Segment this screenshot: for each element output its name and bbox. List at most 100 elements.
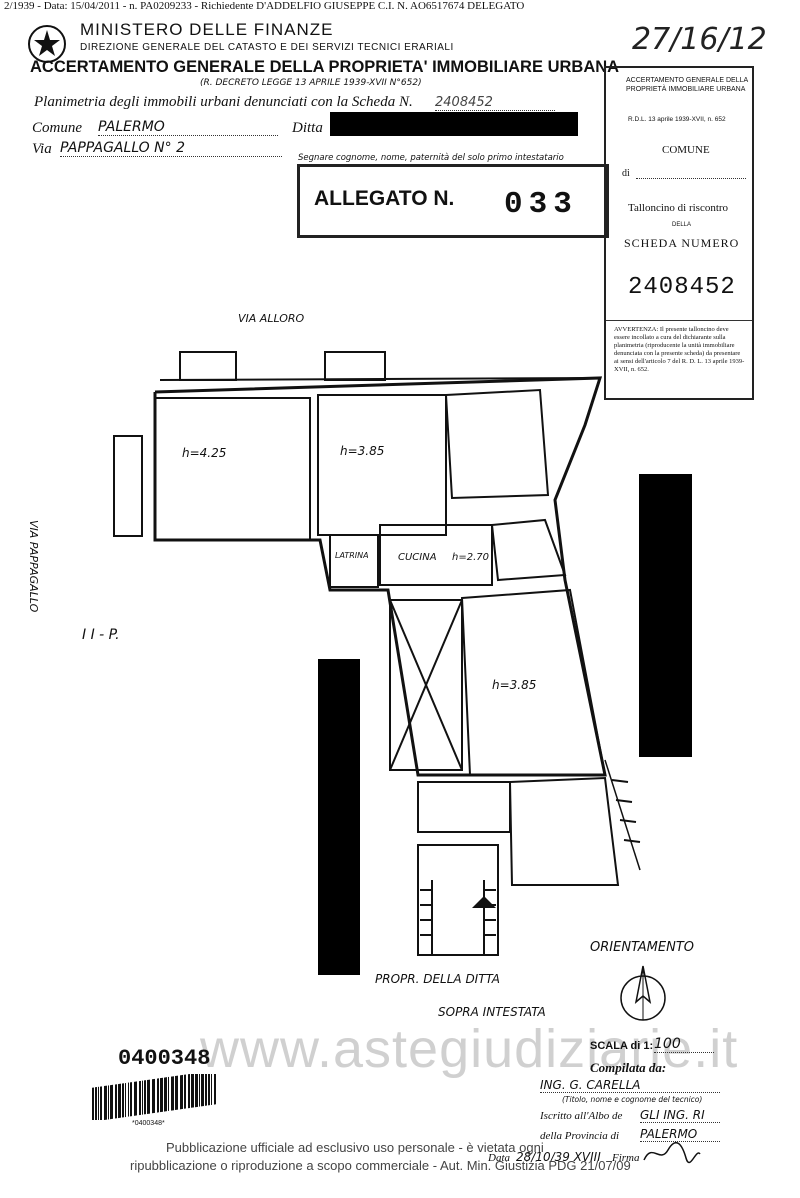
- scala-value: 100: [654, 1036, 714, 1053]
- barcode-bar: [152, 1078, 155, 1114]
- ditta-note: Segnare cognome, nome, paternità del sol…: [298, 153, 564, 163]
- stub-avvertenza: AVVERTENZA: Il presente talloncino deve …: [614, 326, 745, 373]
- barcode-bar: [134, 1081, 137, 1116]
- room-2-wall: [317, 394, 447, 536]
- data-label: Data: [488, 1152, 510, 1164]
- republic-emblem-icon: [28, 25, 66, 63]
- barcode-bar: [191, 1074, 194, 1108]
- stub-scheda-numero: SCHEDA NUMERO: [624, 236, 740, 250]
- stair-well: [389, 599, 463, 771]
- barcode-bar: [118, 1083, 121, 1119]
- barcode-icon: [92, 1074, 216, 1120]
- handwritten-corner-number: 27/16/12: [632, 22, 767, 57]
- barcode-bar: [211, 1074, 212, 1105]
- barcode-bar: [199, 1074, 200, 1107]
- allegato-label: ALLEGATO N.: [314, 187, 455, 210]
- barcode-bar: [168, 1076, 169, 1112]
- barcode-bar: [171, 1076, 174, 1111]
- planimetria-label: Planimetria degli immobili urbani denunc…: [34, 94, 413, 110]
- signature-icon: [643, 1141, 701, 1164]
- iscritto-label: Iscritto all'Albo de: [540, 1110, 623, 1122]
- document-title: ACCERTAMENTO GENERALE DELLA PROPRIETA' I…: [30, 58, 620, 76]
- barcode-bar: [142, 1080, 143, 1115]
- via-label: Via: [32, 141, 52, 157]
- room-3-wall: [460, 588, 607, 776]
- data-value: 28/10/39 XVIII: [516, 1150, 601, 1164]
- floor-plan: [113, 351, 641, 956]
- ownership-line-2: SOPRA INTESTATA: [438, 1005, 546, 1019]
- redaction-ditta: [330, 112, 578, 136]
- barcode-bar: [188, 1074, 190, 1109]
- cucina-height: h=2.70: [452, 552, 489, 563]
- barcode-bar: [115, 1084, 117, 1119]
- allegato-number: 033: [504, 187, 578, 222]
- barcode-bar: [130, 1082, 132, 1117]
- barcode-bar: [104, 1085, 107, 1120]
- corridor-right: [490, 518, 567, 582]
- barcode-bar: [157, 1078, 159, 1113]
- ditta-label: Ditta: [292, 120, 323, 136]
- cucina-wall: [379, 524, 493, 586]
- barcode-bar: [184, 1074, 186, 1109]
- barcode-bar: [128, 1082, 129, 1117]
- stub-comune-label: COMUNE: [662, 144, 710, 156]
- comune-value: PALERMO: [98, 119, 278, 136]
- latrina-wall: [329, 534, 379, 588]
- stub-divider: [606, 320, 752, 321]
- barcode-bar: [160, 1077, 163, 1113]
- latrina-label: LATRINA: [335, 551, 369, 560]
- room-1-height: h=4.25: [182, 446, 227, 460]
- disclaimer-line-2: ripubblicazione o riproduzione a scopo c…: [130, 1158, 631, 1173]
- barcode-bar: [147, 1079, 150, 1114]
- ownership-line-1: PROPR. DELLA DITTA: [375, 972, 500, 986]
- terrace: [508, 776, 620, 886]
- scala-label: SCALA di 1:: [590, 1040, 654, 1052]
- stub-di-label: di: [622, 168, 630, 179]
- barcode-bar: [175, 1075, 178, 1111]
- firma-label: Firma: [612, 1152, 640, 1164]
- fax-header: 2/1939 - Data: 15/04/2011 - n. PA0209233…: [4, 0, 525, 12]
- planimetria-value: 2408452: [435, 95, 555, 111]
- barcode-bar: [201, 1074, 204, 1107]
- provincia-label: della Provincia di: [540, 1130, 620, 1142]
- provincia-value: PALERMO: [640, 1127, 720, 1142]
- disclaimer-line-1: Pubblicazione ufficiale ad esclusivo uso…: [166, 1140, 544, 1155]
- balcony-left: [113, 435, 143, 537]
- cucina-label: CUCINA: [398, 552, 437, 563]
- ministry-direction: DIREZIONE GENERALE DEL CATASTO E DEI SER…: [80, 42, 454, 53]
- iscritto-value: GLI ING. RI: [640, 1108, 720, 1123]
- north-arrow-icon: [620, 965, 666, 1021]
- barcode-bar: [108, 1085, 109, 1120]
- barcode-bar: [180, 1074, 183, 1110]
- room-1-wall: [154, 397, 311, 541]
- barcode-bar: [95, 1087, 97, 1120]
- orientation-label: ORIENTAMENTO: [590, 940, 695, 955]
- decree-reference: (R. DECRETO LEGGE 13 APRILE 1939-XVII N°…: [200, 78, 422, 88]
- barcode-bar: [195, 1074, 198, 1108]
- compilata-label: Compilata da:: [590, 1060, 667, 1075]
- street-label-alloro: VIA ALLORO: [238, 312, 305, 325]
- via-value: PAPPAGALLO N° 2: [60, 140, 282, 157]
- redaction-left: [318, 659, 360, 975]
- landing-box: [417, 781, 511, 833]
- staircase: [417, 844, 499, 956]
- watermark: www.astegiudiziarie.it: [200, 1019, 739, 1079]
- stub-header: ACCERTAMENTO GENERALE DELLA PROPRIETÀ IM…: [626, 77, 748, 93]
- barcode-bar: [139, 1080, 141, 1116]
- barcode-bar: [125, 1082, 126, 1118]
- barcode-bar: [208, 1074, 210, 1106]
- talloncino-stub: ACCERTAMENTO GENERALE DELLA PROPRIETÀ IM…: [604, 66, 754, 400]
- stair-arrow-icon: [472, 896, 496, 908]
- barcode-small-text: *0400348*: [132, 1120, 165, 1127]
- stub-number: 2408452: [628, 274, 736, 301]
- compilata-value: ING. G. CARELLA: [540, 1078, 720, 1093]
- stub-di-line: [636, 178, 746, 179]
- room-small-top-right: [444, 388, 550, 500]
- street-label-pappagallo: VIA PAPPAGALLO: [27, 520, 40, 613]
- barcode-bar: [164, 1077, 167, 1112]
- balcony-2: [324, 351, 386, 381]
- barcode-bar: [144, 1080, 146, 1115]
- ministry-name: MINISTERO DELLE FINANZE: [80, 20, 334, 39]
- barcode-bar: [110, 1084, 113, 1120]
